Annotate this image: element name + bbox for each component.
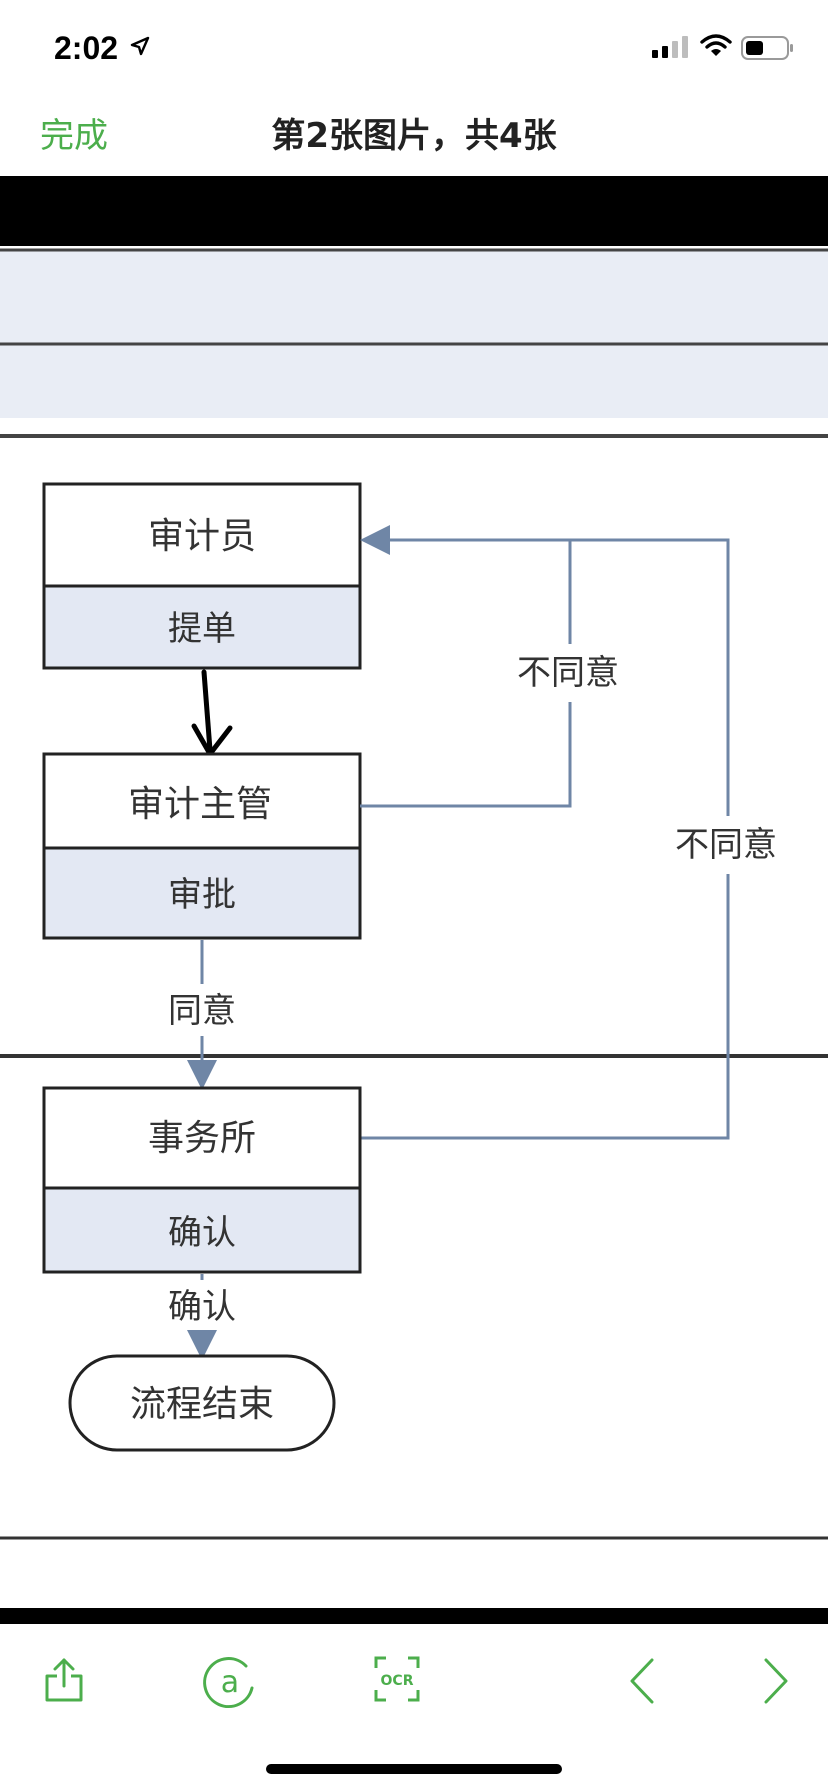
flowchart-image: 审计员 提单 审计主管 审批 不同意 不同意 同意 事务所 确认: [0, 246, 828, 1608]
wifi-icon: [700, 34, 732, 56]
chevron-left-icon[interactable]: [628, 1658, 656, 1704]
battery-icon: [741, 36, 793, 60]
cellular-signal-icon: [652, 36, 688, 58]
edge-label-confirm: 确认: [168, 1287, 236, 1327]
node-firm-role: 事务所: [148, 1118, 256, 1159]
mention-icon-label: a: [221, 1665, 239, 1700]
page-title: 第2张图片，共4张: [271, 116, 557, 156]
node-auditor-role: 审计员: [148, 516, 256, 557]
mention-icon[interactable]: a: [202, 1654, 258, 1710]
chevron-right-icon[interactable]: [762, 1658, 790, 1704]
edge-label-approve: 同意: [168, 991, 236, 1031]
node-supervisor-action: 审批: [168, 875, 236, 915]
arrow-submit: [201, 669, 213, 753]
status-time: 2:02: [54, 30, 119, 66]
location-arrow-icon: [130, 36, 150, 56]
node-end: 流程结束: [68, 1354, 336, 1452]
ocr-icon-label: OCR: [381, 1673, 414, 1689]
image-viewer[interactable]: 审计员 提单 审计主管 审批 不同意 不同意 同意 事务所 确认: [0, 176, 828, 1624]
navigation-bar: 第2张图片，共4张 完成: [0, 90, 828, 176]
ocr-icon[interactable]: OCR: [374, 1656, 420, 1702]
node-end-label: 流程结束: [130, 1384, 274, 1425]
home-indicator: [266, 1764, 562, 1774]
done-button[interactable]: 完成: [40, 116, 108, 156]
edge-label-reject-1: 不同意: [517, 653, 619, 693]
share-icon[interactable]: [42, 1656, 86, 1704]
node-firm-action: 确认: [168, 1213, 236, 1253]
node-audit-supervisor: 审计主管 审批: [42, 752, 362, 940]
status-bar: 2:02: [0, 0, 828, 90]
node-auditor: 审计员 提单: [42, 482, 362, 670]
node-auditor-action: 提单: [168, 609, 236, 649]
edge-label-reject-2: 不同意: [675, 825, 777, 865]
node-supervisor-role: 审计主管: [128, 784, 272, 825]
node-firm: 事务所 确认: [42, 1086, 362, 1274]
